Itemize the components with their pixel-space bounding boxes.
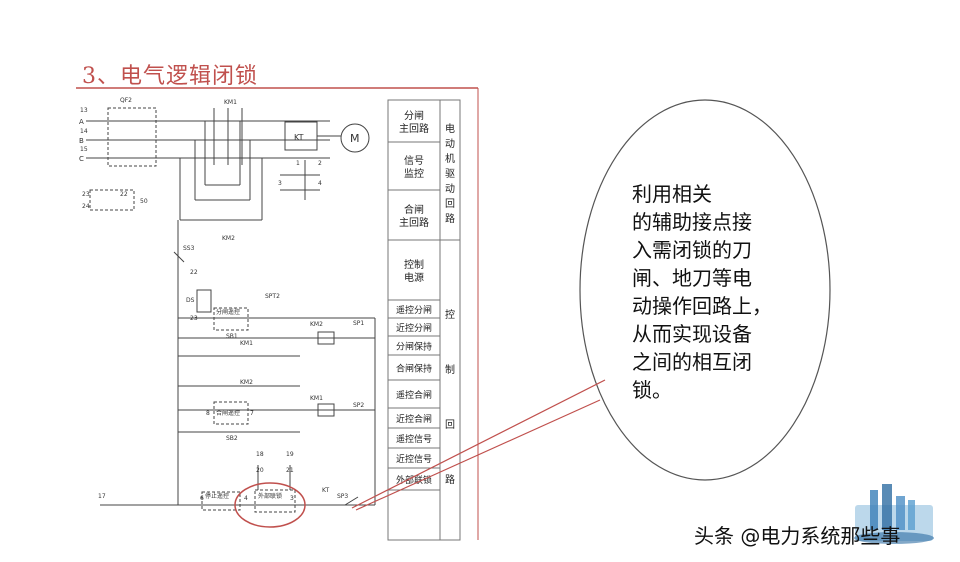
legend-row-label: 遥控合闸: [396, 389, 432, 401]
terminal-label: 4: [318, 180, 322, 187]
stop-box-label: 停止遥控: [205, 492, 229, 500]
ss3-label: SS3: [183, 245, 195, 252]
sp2-label: SP2: [353, 402, 364, 409]
legend-row-label: 合闸保持: [396, 363, 432, 375]
legend-row-label: 主回路: [399, 122, 429, 135]
terminal-label: 14: [80, 128, 88, 135]
km1-coil-label: KM1: [310, 395, 323, 402]
spt2-label: SPT2: [265, 293, 280, 300]
kt-contact-label: KT: [322, 487, 329, 494]
terminal-label: 1: [296, 160, 300, 167]
terminal-label: 3: [278, 180, 282, 187]
terminal-label: 21: [286, 467, 294, 474]
callout-line: 入需闭锁的刀: [632, 238, 752, 262]
callout-line: 闸、地刀等电: [632, 266, 752, 290]
callout-line: 从而实现设备: [632, 322, 752, 346]
legend-row-label: 电源: [404, 271, 424, 284]
terminal-label: 22: [190, 269, 198, 276]
remote-close-box-label: 合闸遥控: [216, 409, 240, 417]
terminal-label: 6: [200, 495, 204, 502]
terminal-label: 19: [286, 451, 294, 458]
terminal-label: 50: [140, 198, 148, 205]
sp3-label: SP3: [337, 493, 348, 500]
sb2-label: SB2: [226, 435, 238, 442]
legend-group-main: 路: [445, 212, 455, 225]
kt-label: KT: [294, 133, 304, 142]
phase-label-b: B: [79, 137, 84, 145]
terminal-label: 4: [244, 495, 248, 502]
external-box-label: 外部联锁: [258, 492, 282, 500]
legend-row-label: 分闸: [404, 109, 424, 122]
terminal-label: 7: [250, 410, 254, 417]
legend-row-label: 控制: [404, 258, 424, 271]
terminal-label: 17: [98, 493, 106, 500]
legend-row-label: 分闸保持: [396, 341, 432, 353]
watermark-text: 头条 @电力系统那些事: [694, 524, 901, 548]
legend-row-label: 合闸: [404, 203, 424, 216]
legend-row-label: 遥控信号: [396, 433, 432, 445]
terminal-label: 2: [318, 160, 322, 167]
legend-group-main: 机: [445, 152, 455, 165]
callout-line: 利用相关: [632, 182, 712, 206]
legend-table: [387, 99, 461, 541]
phase-label-c: C: [79, 155, 84, 163]
watermark-logo: [854, 484, 934, 544]
km1-label: KM1: [224, 99, 237, 106]
legend-row-label: 近控合闸: [396, 413, 432, 425]
terminal-label: 18: [256, 451, 264, 458]
terminal-label: 13: [80, 107, 88, 114]
callout-text: 利用相关 的辅助接点接 入需闭锁的刀 闸、地刀等电 动操作回路上， 从而实现设备…: [632, 180, 812, 404]
callout-pointers: [351, 379, 606, 511]
legend-group-main: 动: [445, 183, 455, 195]
legend-row-label: 近控信号: [396, 453, 432, 465]
terminal-label: 22: [120, 191, 128, 198]
phase-label-a: A: [79, 118, 84, 126]
km1-contact-label: KM1: [240, 340, 253, 347]
legend-group-main: 驱: [445, 168, 455, 180]
legend-row-label: 主回路: [399, 216, 429, 229]
terminal-label: 3: [290, 495, 294, 502]
legend-row-label: 信号: [404, 155, 424, 167]
legend-row-label: 近控分闸: [396, 322, 432, 334]
ds-label: DS: [186, 297, 195, 304]
callout-line: 的辅助接点接: [632, 210, 752, 234]
interlock-highlight: [234, 482, 306, 528]
sp1-label: SP1: [353, 320, 364, 327]
callout-line: 动操作回路上，: [632, 294, 772, 318]
main-circuit: [86, 107, 370, 270]
terminal-label: 8: [206, 410, 210, 417]
remote-open-box-label: 分闸遥控: [216, 308, 240, 316]
km2-label: KM2: [222, 235, 235, 242]
legend-row-label: 遥控分闸: [396, 304, 432, 316]
legend-group-control: 回: [445, 419, 455, 431]
legend-group-main: 电: [445, 122, 455, 135]
legend-group-control: 路: [445, 473, 455, 486]
terminal-label: 24: [82, 203, 90, 210]
terminal-label: 15: [80, 146, 88, 153]
page-title: 3、电气逻辑闭锁: [82, 64, 258, 89]
legend-group-control: 控: [445, 308, 455, 321]
legend-row-label: 监控: [404, 167, 424, 180]
motor-label: M: [350, 132, 360, 145]
sb1-label: SB1: [226, 333, 238, 340]
callout-bubble: [579, 99, 831, 481]
callout-line: 锁。: [632, 378, 672, 402]
legend-row-label: 外部联锁: [396, 474, 432, 486]
legend-group-control: 制: [445, 363, 455, 376]
legend-group-main: 动: [445, 138, 455, 150]
control-circuit: [100, 251, 376, 513]
km2-coil-label: KM2: [310, 321, 323, 328]
terminal-label: 23: [190, 315, 198, 322]
legend-group-main: 回: [445, 198, 455, 210]
terminal-label: 20: [256, 467, 264, 474]
qf2-label: QF2: [120, 97, 132, 104]
terminal-label: 23: [82, 191, 90, 198]
km2-contact-label: KM2: [240, 379, 253, 386]
callout-line: 之间的相互闭: [632, 350, 752, 374]
sp3-contact: [344, 496, 359, 506]
